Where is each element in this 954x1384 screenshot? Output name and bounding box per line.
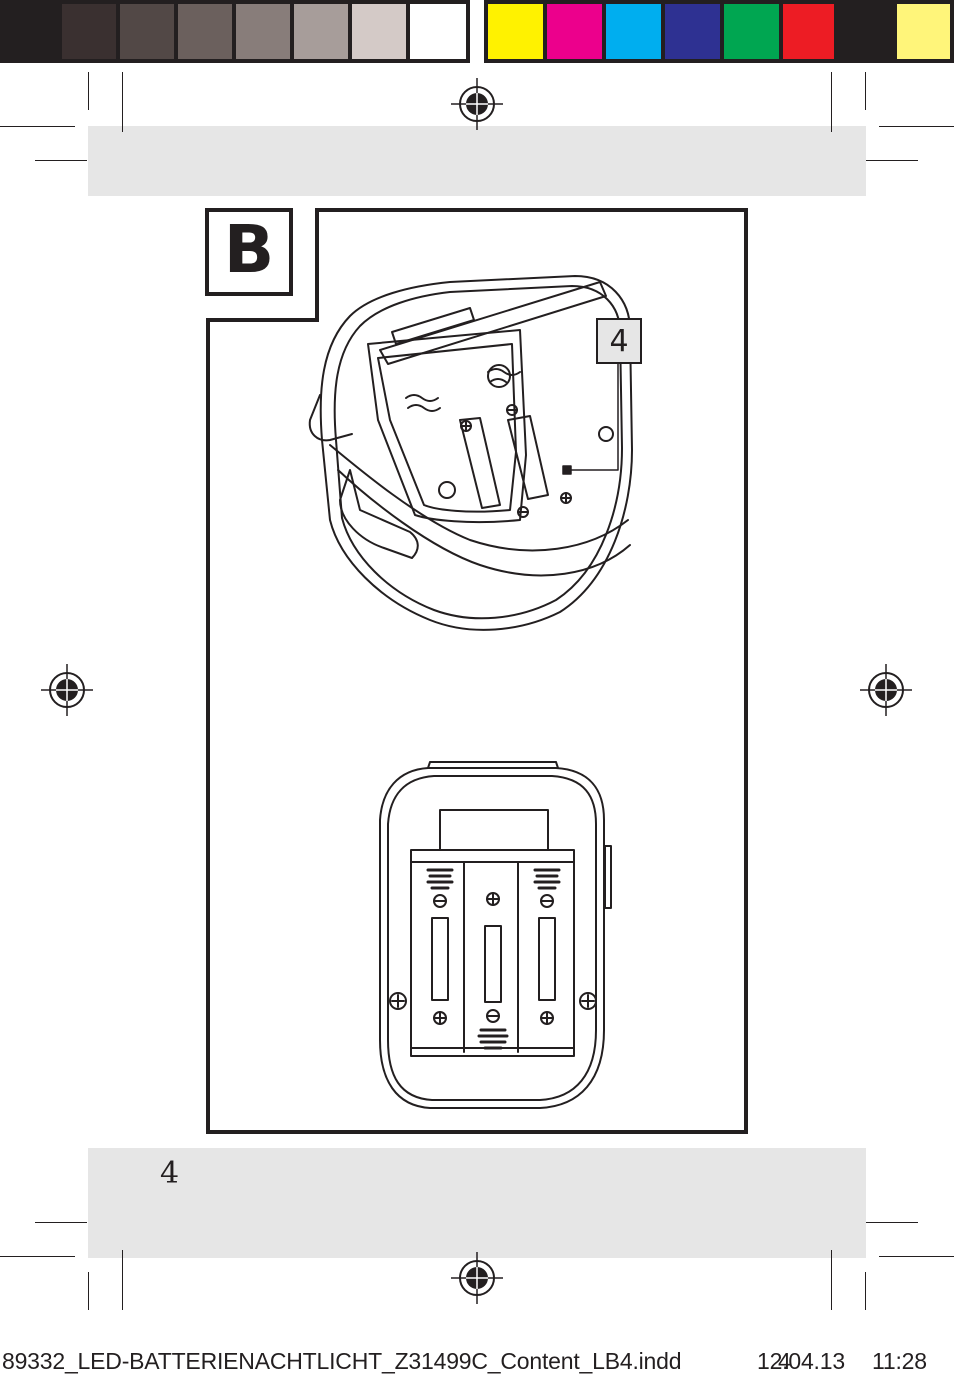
registration-mark-bottom [451, 1252, 503, 1304]
slug-date: 12.04.13 [757, 1348, 845, 1374]
gray-swatch-5 [236, 4, 290, 59]
print-slug: 89332_LED-BATTERIENACHTLICHT_Z31499C_Con… [2, 1348, 952, 1375]
callout-number-box: 4 [596, 318, 642, 364]
slug-page-ref: 4 [778, 1348, 791, 1374]
registration-mark-top [451, 78, 503, 130]
slug-filename: 89332_LED-BATTERIENACHTLICHT_Z31499C_Con… [2, 1348, 682, 1374]
footer-band [88, 1148, 866, 1258]
header-band [88, 126, 866, 196]
slug-time: 11:28 [872, 1348, 927, 1374]
cyan-swatch [606, 4, 661, 59]
callout-number: 4 [609, 323, 629, 359]
figure-label: B [205, 208, 293, 296]
green-swatch [724, 4, 779, 59]
registration-mark-right [860, 664, 912, 716]
night-light-rear-illustration [379, 761, 612, 1109]
red-swatch [783, 4, 834, 59]
figure-label-text: B [223, 211, 275, 288]
gray-swatch-1 [4, 4, 58, 59]
gray-swatch-7 [352, 4, 406, 59]
yellow-swatch [488, 4, 543, 59]
gray-swatch-8 [410, 4, 466, 59]
blue-swatch [665, 4, 720, 59]
light-yellow-swatch [897, 4, 950, 59]
gray-swatch-6 [294, 4, 348, 59]
page-number: 4 [160, 1156, 180, 1191]
night-light-open-illustration [308, 275, 633, 631]
magenta-swatch [547, 4, 602, 59]
gray-swatch-3 [120, 4, 174, 59]
callout-leader [562, 363, 619, 475]
registration-mark-left [41, 664, 93, 716]
gray-swatch-2 [62, 4, 116, 59]
gray-swatch-4 [178, 4, 232, 59]
black-swatch [838, 4, 893, 59]
